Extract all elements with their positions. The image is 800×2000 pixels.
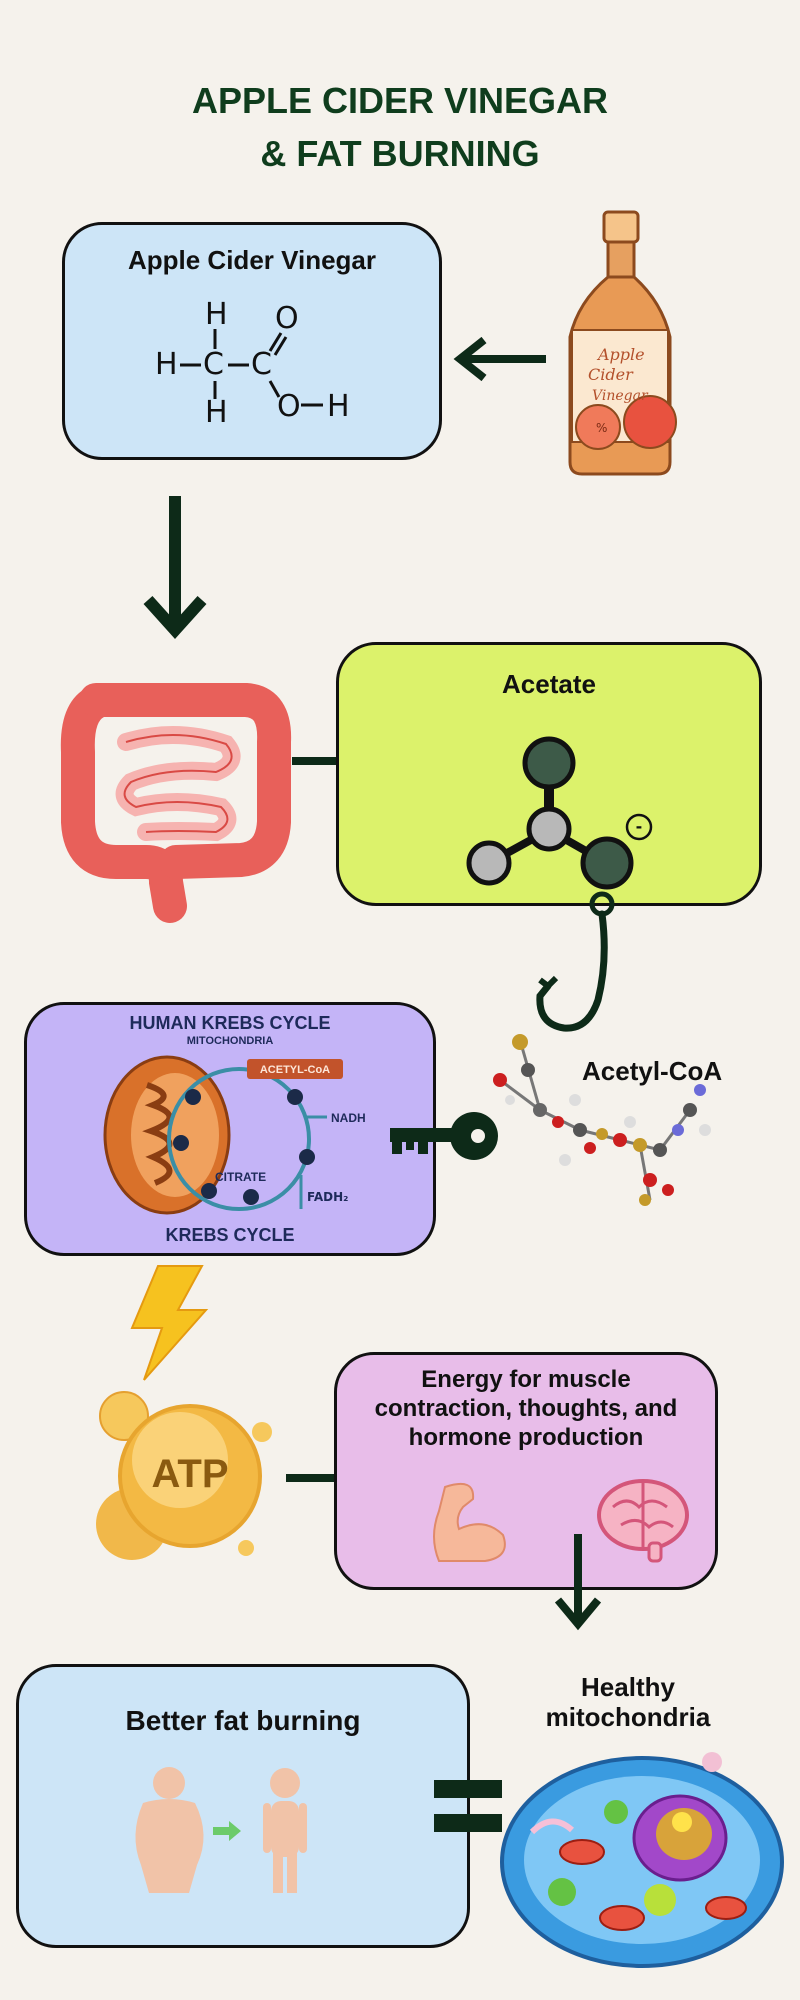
cell-icon	[500, 1752, 784, 1968]
atp-icon	[96, 1391, 272, 1560]
mitochondria-line-2: mitochondria	[545, 1702, 711, 1732]
acetyl-coa-tag: ACETYL-CoA	[260, 1064, 330, 1076]
atom-h-right: H	[327, 389, 350, 424]
lightning-icon	[130, 1265, 209, 1381]
acetate-box-title: Acetate	[502, 669, 596, 699]
arrow-vinegar-to-gut	[143, 496, 207, 639]
krebs-box: HUMAN KREBS CYCLE MITOCHONDRIA ACETYL-Co…	[24, 1002, 436, 1256]
page-title-line-2: & FAT BURNING	[260, 133, 540, 174]
bottle-label-line-2: Cider	[588, 365, 634, 384]
fat-burning-box: Better fat burning	[16, 1664, 470, 1948]
krebs-footer: KREBS CYCLE	[165, 1225, 295, 1245]
atom-c-1: C	[203, 347, 224, 382]
hook-icon	[536, 891, 615, 1032]
vinegar-bottle-icon: Apple Cider Vinegar %	[568, 210, 677, 476]
atom-h-top: H	[205, 297, 228, 332]
formula-bonds	[180, 329, 323, 407]
mitochondria-line-1: Healthy	[581, 1672, 675, 1702]
vinegar-box: Apple Cider Vinegar H H C C O H O H	[62, 222, 442, 460]
energy-line-1: Energy for muscle	[421, 1366, 631, 1393]
page-title-line-1: APPLE CIDER VINEGAR	[191, 80, 609, 121]
acetyl-coa-label: Acetyl-CoA	[582, 1056, 723, 1086]
acetate-molecule-icon: -	[466, 736, 653, 890]
atom-c-2: C	[251, 347, 272, 382]
krebs-header: HUMAN KREBS CYCLE	[129, 1013, 331, 1033]
krebs-cycle-diagram: ACETYL-CoA NADH CITRATE FADH₂	[103, 1055, 366, 1215]
energy-line-3: hormone production	[408, 1424, 644, 1451]
bottle-label-line-3: Vinegar	[592, 388, 649, 404]
atp-label: ATP	[151, 1452, 229, 1496]
atom-h-left: H	[155, 347, 178, 382]
equals-icon	[434, 1780, 502, 1832]
acetic-acid-formula: H H C C O H O H	[65, 225, 439, 457]
acetyl-coa-molecule-icon	[493, 1034, 711, 1206]
fat-burning-title: Better fat burning	[125, 1705, 361, 1736]
body-transformation-icon	[135, 1767, 307, 1893]
acetate-charge: -	[636, 817, 643, 836]
arrow-energy-to-mitochondria	[554, 1534, 602, 1631]
muscle-arm-icon	[433, 1483, 506, 1562]
bottle-label-small: %	[596, 421, 607, 435]
citrate-label: CITRATE	[215, 1170, 266, 1184]
krebs-subheader: MITOCHONDRIA	[186, 1035, 274, 1047]
acetate-box: Acetate -	[336, 642, 762, 906]
vinegar-box-title: Apple Cider Vinegar	[127, 245, 377, 275]
fadh2-label: FADH₂	[307, 1190, 348, 1204]
nadh-label: NADH	[331, 1111, 366, 1125]
atom-h-bottom: H	[205, 395, 228, 430]
atom-o-bottom: O	[277, 389, 301, 424]
bottle-label-line-1: Apple	[596, 345, 645, 364]
energy-line-2: contraction, thoughts, and	[374, 1395, 678, 1422]
key-icon	[390, 1112, 498, 1160]
energy-box: Energy for muscle contraction, thoughts,…	[334, 1352, 718, 1590]
arrow-bottle-to-vinegar	[453, 336, 546, 382]
atom-o-top: O	[275, 301, 299, 336]
brain-icon	[597, 1479, 689, 1563]
intestines-icon	[60, 683, 292, 923]
